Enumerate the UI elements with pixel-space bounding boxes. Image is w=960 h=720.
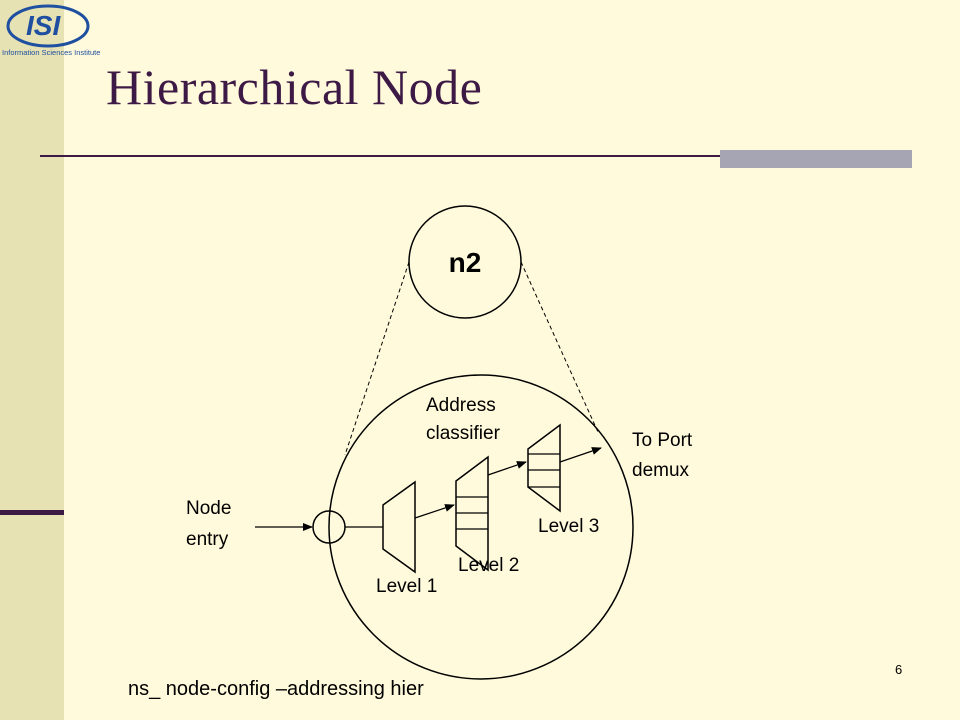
level2-to-level3-arrow: [487, 461, 527, 476]
slide-number: 6: [895, 662, 903, 677]
left-sidebar-bar: [0, 0, 64, 720]
logo-subtitle: Information Sciences Institute: [2, 48, 100, 57]
level-3-classifier: [527, 423, 561, 513]
node-entry-label-line1: Node: [186, 498, 231, 519]
footer-command-text: ns_ node-config –addressing hier: [128, 678, 424, 700]
expanded-node-circle: [328, 374, 634, 680]
to-port-demux-label-line2: demux: [632, 460, 690, 481]
isi-logo: ISI Information Sciences Institute: [2, 4, 100, 57]
logo-swoosh: [6, 4, 90, 48]
title-rule: [40, 155, 912, 157]
level-3-label: Level 3: [538, 516, 599, 537]
slide-title: Hierarchical Node: [106, 59, 483, 115]
level-2-classifier: [455, 455, 489, 572]
level1-to-level2-arrow: [414, 504, 455, 519]
level-2-label: Level 2: [458, 555, 519, 576]
logo-text: ISI: [26, 10, 61, 41]
node-entry-label-line2: entry: [186, 529, 229, 550]
zoom-line-left: [344, 261, 410, 456]
address-classifier-label-line1: Address: [426, 395, 496, 416]
level-1-label: Level 1: [376, 576, 437, 597]
zoom-line-right: [520, 261, 599, 433]
left-bar-rule: [0, 510, 64, 515]
to-port-demux-label-line1: To Port: [632, 430, 693, 451]
n2-node-label: n2: [449, 247, 482, 278]
title-rule-accent: [720, 150, 912, 168]
level-1-classifier: [382, 480, 416, 574]
level3-to-port-demux-arrow: [559, 447, 602, 463]
address-classifier-label-line2: classifier: [426, 423, 501, 444]
